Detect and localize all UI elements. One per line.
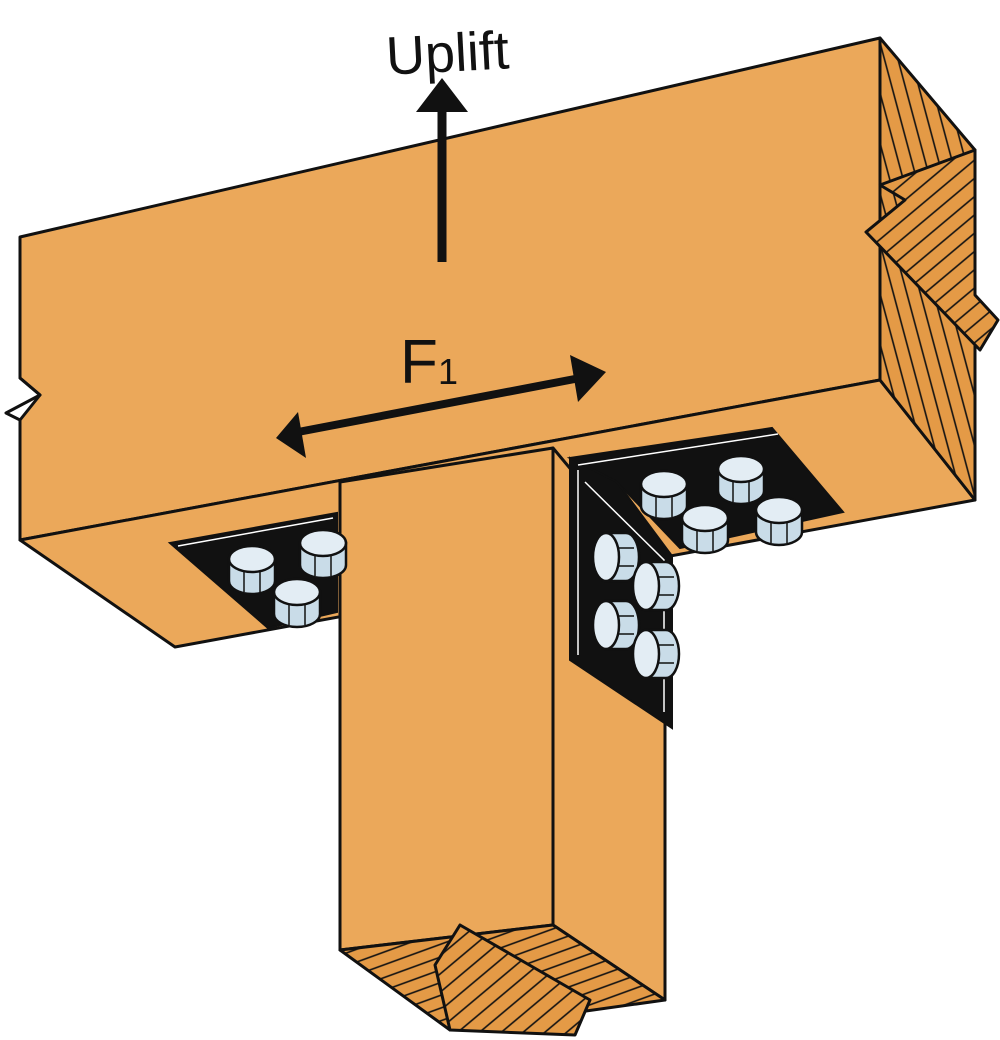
uplift-label: Uplift — [384, 20, 510, 86]
force-f1-subscript: 1 — [438, 351, 458, 392]
beam-left-break — [4, 350, 42, 422]
lateral-force-arrow-icon — [276, 355, 606, 458]
post-break-mark — [433, 923, 592, 1037]
force-f1-label: F — [400, 328, 438, 397]
beam-break-mark — [864, 148, 1000, 352]
uplift-arrow-icon — [416, 78, 468, 262]
right-angle-bracket — [566, 426, 845, 730]
left-angle-bracket — [167, 511, 348, 630]
post-front-face — [338, 446, 555, 952]
